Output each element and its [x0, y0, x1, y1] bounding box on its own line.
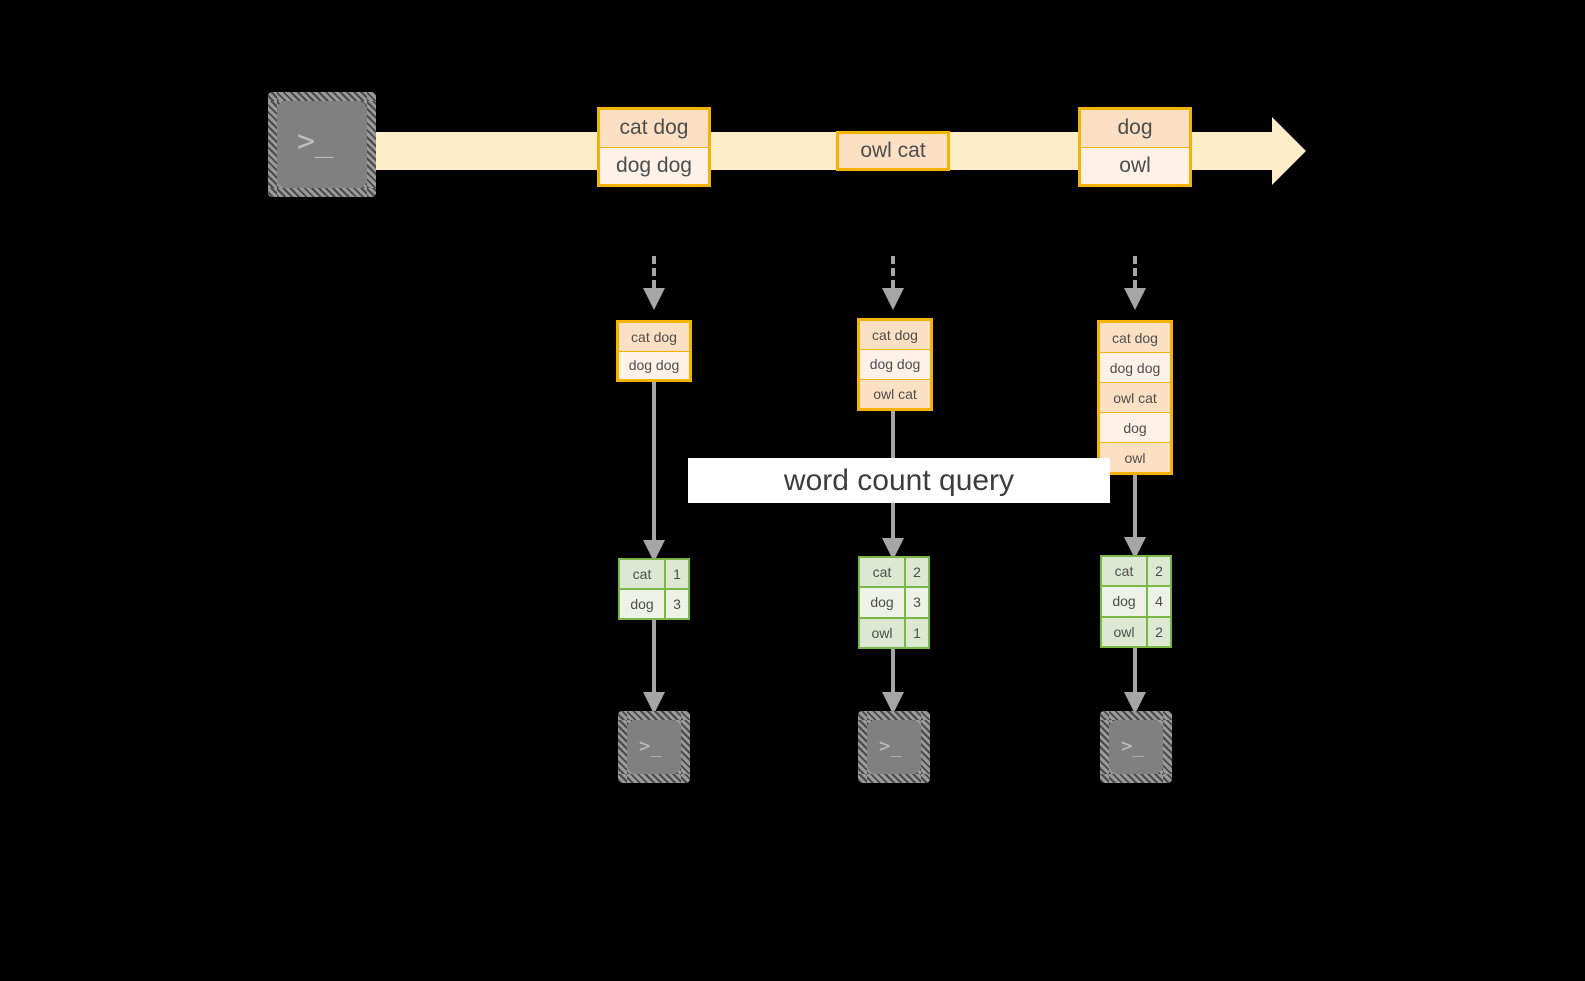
- query-arrow-head-1: [643, 540, 665, 562]
- sink-arrow-head-1: [643, 692, 665, 714]
- result-word: dog: [860, 588, 906, 617]
- stream-record-line: cat dog: [600, 110, 708, 147]
- terminal-screen: [1109, 720, 1163, 774]
- result-row: cat 1: [620, 560, 688, 588]
- result-word: owl: [860, 618, 906, 647]
- snapshot-feed-arrowhead-1: [643, 288, 665, 310]
- result-row: cat 2: [860, 558, 928, 587]
- stream-record-line: owl: [1081, 146, 1189, 184]
- snapshot-feed-arrowhead-3: [1124, 288, 1146, 310]
- sink-terminal-icon-1[interactable]: >_: [618, 711, 690, 783]
- result-row: dog 3: [860, 586, 928, 617]
- result-count: 4: [1155, 593, 1163, 610]
- stream-record-group-2[interactable]: owl cat: [836, 131, 950, 171]
- terminal-prompt-glyph: >_: [879, 735, 902, 757]
- query-label: word count query: [688, 458, 1110, 503]
- terminal-prompt-glyph: >_: [639, 735, 662, 757]
- terminal-prompt-glyph: >_: [1121, 735, 1144, 757]
- snapshot-feed-arrowhead-2: [882, 288, 904, 310]
- sink-terminal-icon-3[interactable]: >_: [1100, 711, 1172, 783]
- query-label-text: word count query: [783, 463, 1015, 497]
- result-row: dog 4: [1102, 585, 1170, 616]
- sink-arrow-line-3: [1133, 648, 1137, 694]
- stream-record-line: dog: [1081, 110, 1189, 147]
- snapshot-line: dog dog: [860, 349, 930, 379]
- snapshot-line: dog dog: [619, 350, 689, 379]
- terminal-screen: [627, 720, 681, 774]
- result-word: dog: [620, 590, 666, 618]
- stream-record-line: owl cat: [839, 134, 947, 168]
- result-row: owl 2: [1102, 615, 1170, 646]
- stream-record-group-3[interactable]: dog owl: [1078, 107, 1192, 187]
- snapshot-line: dog: [1100, 412, 1170, 442]
- result-count: 2: [1155, 563, 1163, 580]
- snapshot-feed-dashed-line-2: [891, 256, 895, 288]
- snapshot-line: cat dog: [619, 323, 689, 351]
- source-terminal-icon[interactable]: >_: [268, 92, 376, 197]
- result-count: 1: [913, 624, 921, 641]
- snapshot-line: owl: [1100, 442, 1170, 472]
- query-arrow-line-3: [1133, 475, 1137, 545]
- snapshot-line: cat dog: [1100, 323, 1170, 352]
- result-row: dog 3: [620, 588, 688, 618]
- snapshot-line: cat dog: [860, 321, 930, 350]
- result-row: owl 1: [860, 616, 928, 647]
- result-count: 3: [913, 594, 921, 611]
- terminal-screen: [867, 720, 921, 774]
- snapshot-line: owl cat: [1100, 382, 1170, 412]
- snapshot-feed-dashed-line-1: [652, 256, 656, 288]
- result-word: cat: [860, 558, 906, 587]
- query-arrow-line-1: [652, 382, 656, 548]
- result-count: 2: [913, 564, 921, 581]
- result-word: cat: [620, 560, 666, 588]
- result-word: cat: [1102, 557, 1148, 586]
- result-row: cat 2: [1102, 557, 1170, 586]
- stream-record-group-1[interactable]: cat dog dog dog: [597, 107, 711, 187]
- sink-arrow-head-2: [882, 692, 904, 714]
- result-table-3[interactable]: cat 2 dog 4 owl 2: [1100, 555, 1172, 648]
- snapshot-line: owl cat: [860, 378, 930, 408]
- result-word: dog: [1102, 587, 1148, 616]
- terminal-screen: [277, 101, 367, 188]
- snapshot-table-3[interactable]: cat dog dog dog owl cat dog owl: [1097, 320, 1173, 475]
- result-table-2[interactable]: cat 2 dog 3 owl 1: [858, 556, 930, 649]
- stream-record-line: dog dog: [600, 146, 708, 184]
- snapshot-line: dog dog: [1100, 352, 1170, 382]
- sink-arrow-head-3: [1124, 692, 1146, 714]
- result-count: 2: [1155, 623, 1163, 640]
- query-arrow-head-3: [1124, 537, 1146, 559]
- result-word: owl: [1102, 617, 1148, 646]
- result-count: 1: [673, 566, 681, 582]
- terminal-prompt-glyph: >_: [297, 124, 334, 159]
- query-arrow-head-2: [882, 538, 904, 560]
- snapshot-feed-dashed-line-3: [1133, 256, 1137, 288]
- sink-arrow-line-2: [891, 649, 895, 694]
- sink-arrow-line-1: [652, 620, 656, 694]
- result-table-1[interactable]: cat 1 dog 3: [618, 558, 690, 620]
- sink-terminal-icon-2[interactable]: >_: [858, 711, 930, 783]
- snapshot-table-1[interactable]: cat dog dog dog: [616, 320, 692, 382]
- result-count: 3: [673, 596, 681, 612]
- stream-band-arrowhead: [1272, 117, 1306, 185]
- snapshot-table-2[interactable]: cat dog dog dog owl cat: [857, 318, 933, 411]
